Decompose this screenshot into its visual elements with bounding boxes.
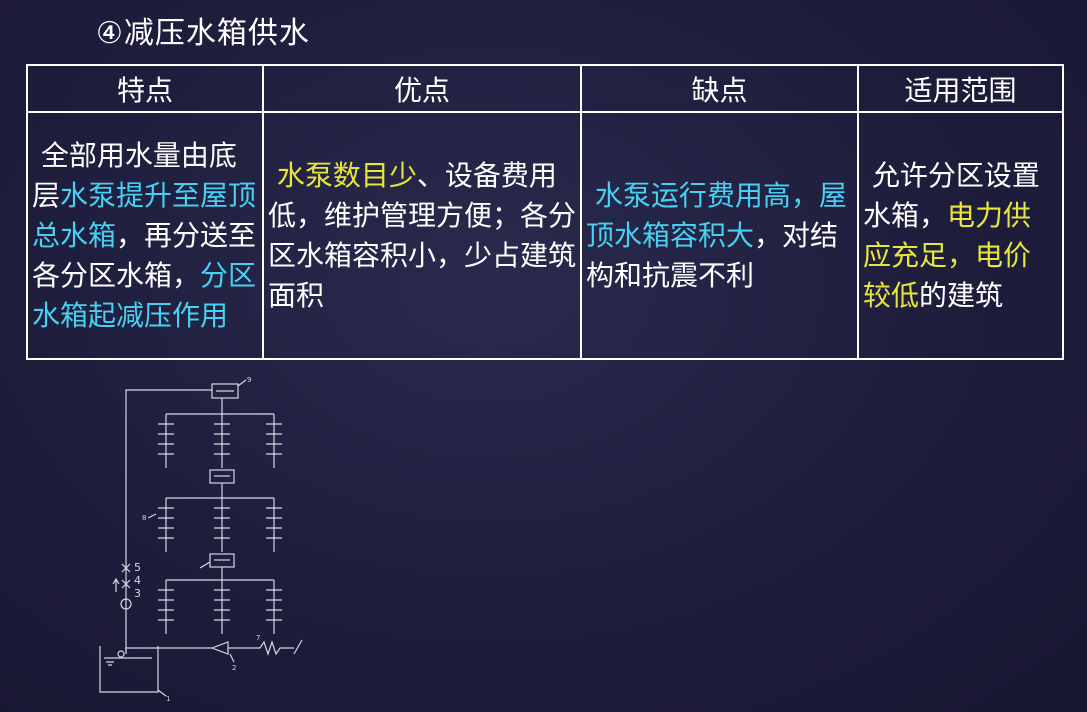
diagram-label-8: 8: [142, 514, 146, 522]
zone-2-pipes: [165, 483, 275, 552]
diagram-label-1: 1: [166, 695, 170, 702]
text-segment: 、设备费用低，维护管理方便；各分区水箱容积小，少占建筑面积: [268, 158, 577, 312]
text-segment: 全部用水量由底层: [32, 138, 237, 212]
roof-tank: [211, 383, 239, 399]
pointer-8: [147, 513, 157, 519]
text-segment: ，对结构和抗震不利: [586, 218, 839, 292]
diagram-label-9: 9: [247, 376, 251, 384]
valve-symbol: [121, 563, 131, 573]
diagram-label-2: 2: [232, 664, 236, 672]
page-title: ④减压水箱供水: [96, 16, 310, 51]
cell-advantages: 水泵数目少、设备费用低，维护管理方便；各分区水箱容积小，少占建筑面积: [262, 111, 582, 360]
header-scope: 适用范围: [857, 64, 1064, 113]
zone-3-fixtures: [158, 589, 282, 621]
water-level-mark: [106, 661, 114, 666]
reservoir-tank: [99, 646, 159, 693]
highlight-yellow: 电力供应充足，电价较低: [863, 198, 1032, 312]
table-header-row: 特点 优点 缺点 适用范围: [26, 64, 1064, 113]
pipe-end: [293, 639, 303, 655]
pump-symbol: [120, 598, 132, 610]
water-meter-symbol: [210, 641, 229, 655]
flow-arrow-icon: [112, 577, 120, 592]
cell-disadvantages: 水泵运行费用高，屋顶水箱容积大，对结构和抗震不利: [580, 111, 859, 360]
highlight-cyan: 分区水箱起减压作用: [32, 258, 257, 332]
check-valve-symbol: [121, 579, 131, 589]
highlight-cyan: 水泵提升至屋顶总水箱: [32, 178, 257, 252]
tank-pointer: [237, 379, 247, 387]
inlet-pipe: [228, 640, 294, 656]
diagram-label-5: 5: [134, 561, 141, 574]
pointer-1: [157, 689, 167, 697]
header-features: 特点: [26, 64, 264, 113]
diagram-label-3: 3: [134, 587, 141, 600]
diagram-label-4: 4: [134, 574, 141, 587]
highlight-cyan: 水泵运行费用高，屋顶水箱容积大: [586, 178, 847, 252]
header-advantages: 优点: [262, 64, 582, 113]
text-segment: 允许分区设置水箱，: [863, 158, 1040, 232]
pointer-2: [229, 653, 235, 663]
text-segment: ，再分送至各分区水箱，: [32, 218, 257, 292]
header-disadvantages: 缺点: [580, 64, 859, 113]
suction-inlet: [117, 650, 125, 658]
zone-2-fixtures: [158, 507, 282, 539]
comparison-table: 特点 优点 缺点 适用范围 全部用水量由底层水泵提升至屋顶总水箱，再分送至各分区…: [26, 64, 1064, 360]
supply-pipe: [125, 647, 212, 654]
zone-3-pipes: [165, 567, 275, 634]
highlight-yellow: 水泵数目少: [276, 158, 417, 192]
zone-1-fixtures: [158, 423, 282, 455]
cell-scope: 允许分区设置水箱，电力供应充足，电价较低的建筑: [857, 111, 1064, 360]
water-supply-schematic: 9 8 5 4 3 1 2 7: [99, 376, 303, 702]
cell-features: 全部用水量由底层水泵提升至屋顶总水箱，再分送至各分区水箱，分区水箱起减压作用: [26, 111, 264, 360]
zone-1-pipes: [165, 398, 275, 468]
diagram-label-7: 7: [256, 634, 260, 642]
text-segment: 的建筑: [919, 278, 1004, 312]
riser-pipe: [125, 389, 212, 654]
tank-pointer: [199, 561, 211, 569]
table-row: 全部用水量由底层水泵提升至屋顶总水箱，再分送至各分区水箱，分区水箱起减压作用 水…: [26, 111, 1064, 360]
